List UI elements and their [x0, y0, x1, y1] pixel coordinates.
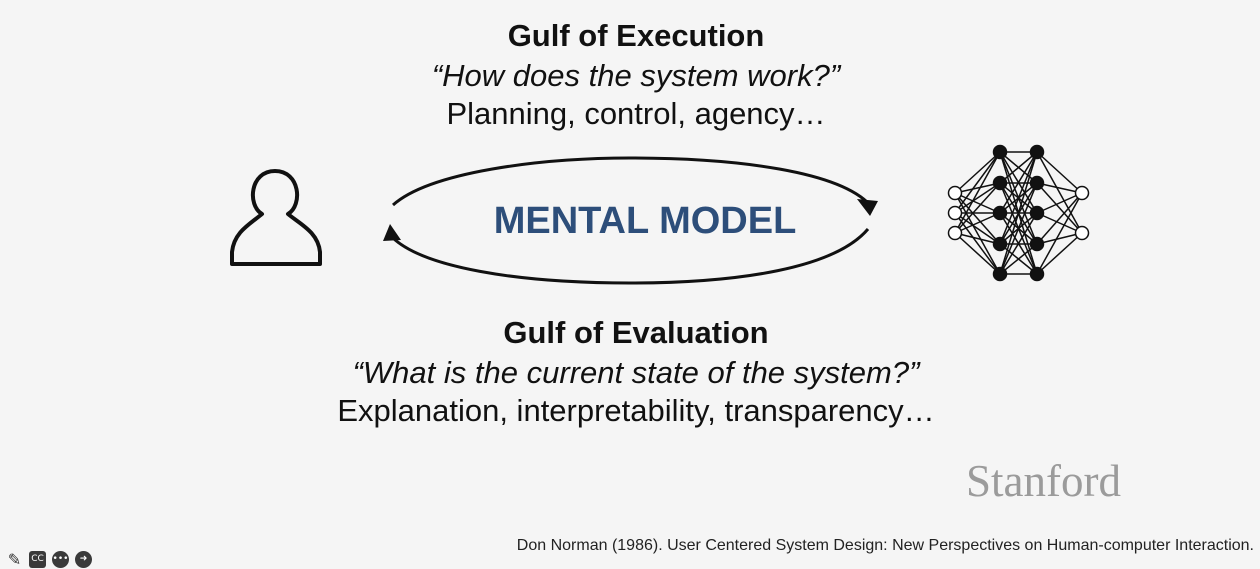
nn-connection	[954, 151, 1001, 194]
gulf-of-execution-heading: Gulf of Execution	[507, 18, 765, 53]
nn-node	[947, 205, 963, 221]
nn-connection	[1036, 192, 1083, 275]
nn-connection	[999, 151, 1038, 184]
nn-node	[992, 205, 1008, 221]
gulf-of-execution-question: “How does the system work?”	[431, 58, 841, 93]
nn-node	[1074, 225, 1090, 241]
person-icon	[230, 169, 322, 266]
nn-node	[992, 144, 1008, 160]
nn-node	[1029, 266, 1045, 282]
nn-connection	[954, 192, 1001, 214]
nn-connection	[1036, 232, 1083, 245]
nn-connection	[1036, 182, 1083, 234]
nn-connection	[999, 182, 1038, 275]
nn-node	[992, 266, 1008, 282]
nn-connection	[954, 151, 1001, 234]
nn-connection	[1036, 192, 1083, 245]
nn-connection	[1036, 182, 1083, 194]
gulf-of-evaluation-topics: Explanation, interpretability, transpare…	[337, 393, 935, 428]
more-icon[interactable]: •••	[52, 550, 69, 568]
nn-connection	[954, 212, 1001, 275]
stanford-logo: Stanford	[966, 456, 1121, 506]
arrow-head-right	[857, 199, 878, 216]
nn-connection	[1036, 151, 1083, 234]
nn-node	[992, 175, 1008, 191]
nn-connection	[954, 182, 1001, 194]
nn-node	[1029, 205, 1045, 221]
citation: Don Norman (1986). User Centered System …	[516, 537, 1254, 554]
nn-node	[1029, 236, 1045, 252]
neural-network-icon	[947, 144, 1090, 282]
nn-connection	[1036, 212, 1083, 234]
nn-connection	[954, 182, 1001, 214]
nn-connection	[999, 212, 1038, 275]
arrow-head-left	[383, 224, 401, 241]
nn-connection	[954, 212, 1001, 234]
nn-connection	[954, 192, 1001, 275]
nn-node	[1029, 175, 1045, 191]
nn-node	[947, 185, 963, 201]
nn-node	[947, 225, 963, 241]
nn-connection	[954, 151, 1001, 214]
pen-icon[interactable]: ✎	[7, 549, 22, 569]
presentation-toolbar: ✎ CC ••• ➜	[6, 549, 92, 569]
nn-connection	[954, 192, 1001, 245]
gulf-of-execution-topics: Planning, control, agency…	[446, 96, 826, 131]
next-icon[interactable]: ➜	[75, 550, 92, 568]
nn-connection	[1036, 192, 1083, 214]
nn-node	[992, 236, 1008, 252]
nn-connection	[954, 232, 1001, 275]
nn-connection	[954, 182, 1001, 234]
nn-connection	[1036, 232, 1083, 275]
mental-model-label: MENTAL MODEL	[494, 200, 797, 242]
gulf-of-evaluation-question: “What is the current state of the system…	[352, 355, 920, 390]
nn-connection	[954, 232, 1001, 245]
gulf-of-evaluation-heading: Gulf of Evaluation	[503, 315, 769, 350]
cycle-arrows	[388, 156, 872, 285]
nn-node	[1029, 144, 1045, 160]
nn-connection	[999, 151, 1038, 275]
nn-connection	[999, 151, 1038, 214]
nn-node	[1074, 185, 1090, 201]
captions-icon[interactable]: CC	[29, 550, 46, 568]
nn-connection	[1036, 151, 1083, 194]
nn-connection	[999, 243, 1038, 275]
nn-connection	[999, 151, 1038, 245]
